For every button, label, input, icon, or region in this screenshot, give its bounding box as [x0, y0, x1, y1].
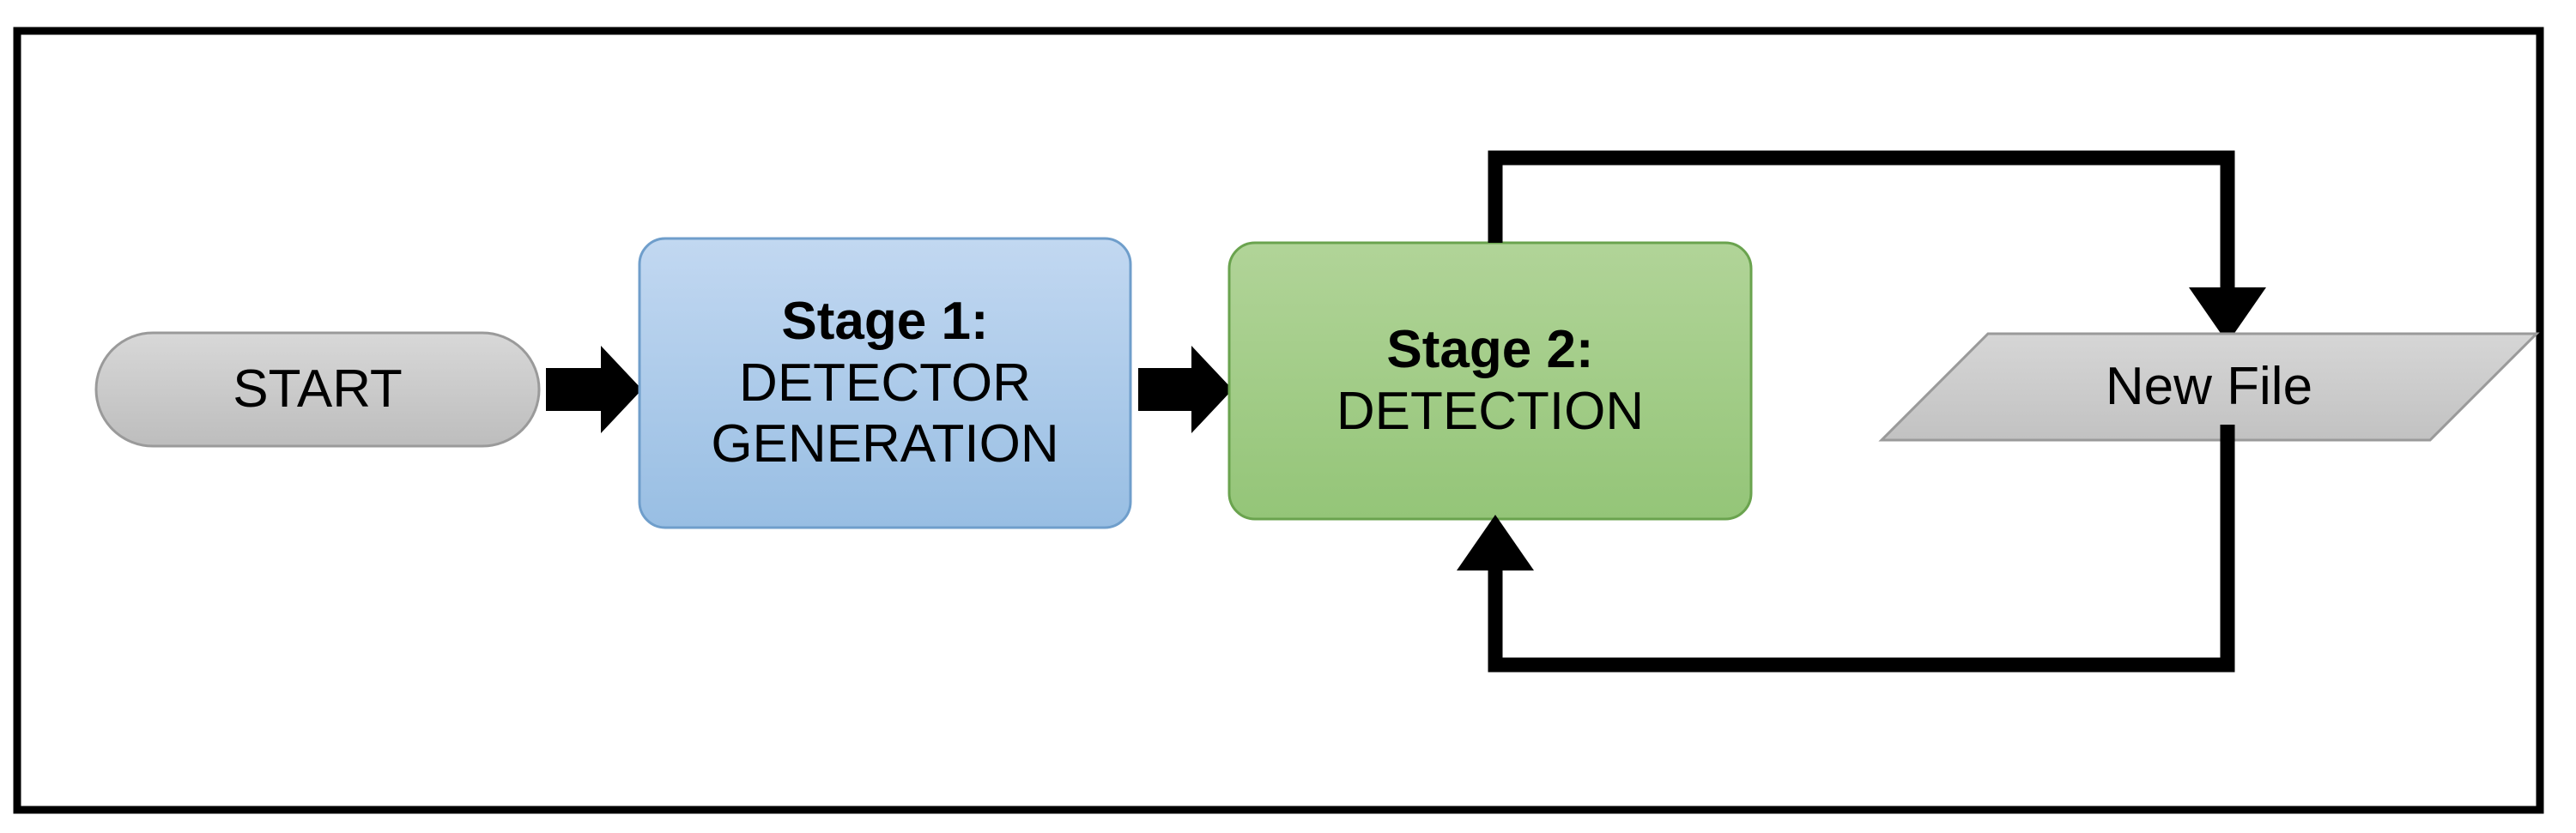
arrow-stage1-to-stage2	[1138, 346, 1233, 433]
edge-stage2-to-newfile-arrowhead	[2189, 287, 2266, 343]
edge-newfile-to-stage2-arrowhead	[1457, 515, 1534, 570]
node-newfile-shape[interactable]	[1878, 332, 2540, 442]
node-stage2-shape[interactable]	[1227, 241, 1753, 521]
node-stage1-shape[interactable]	[638, 237, 1132, 529]
edge-stage2-to-newfile-line	[1488, 150, 2235, 292]
edge-newfile-to-stage2-line	[1488, 425, 2235, 673]
arrow-start-to-stage1	[546, 346, 642, 433]
node-start-shape[interactable]	[94, 331, 541, 448]
